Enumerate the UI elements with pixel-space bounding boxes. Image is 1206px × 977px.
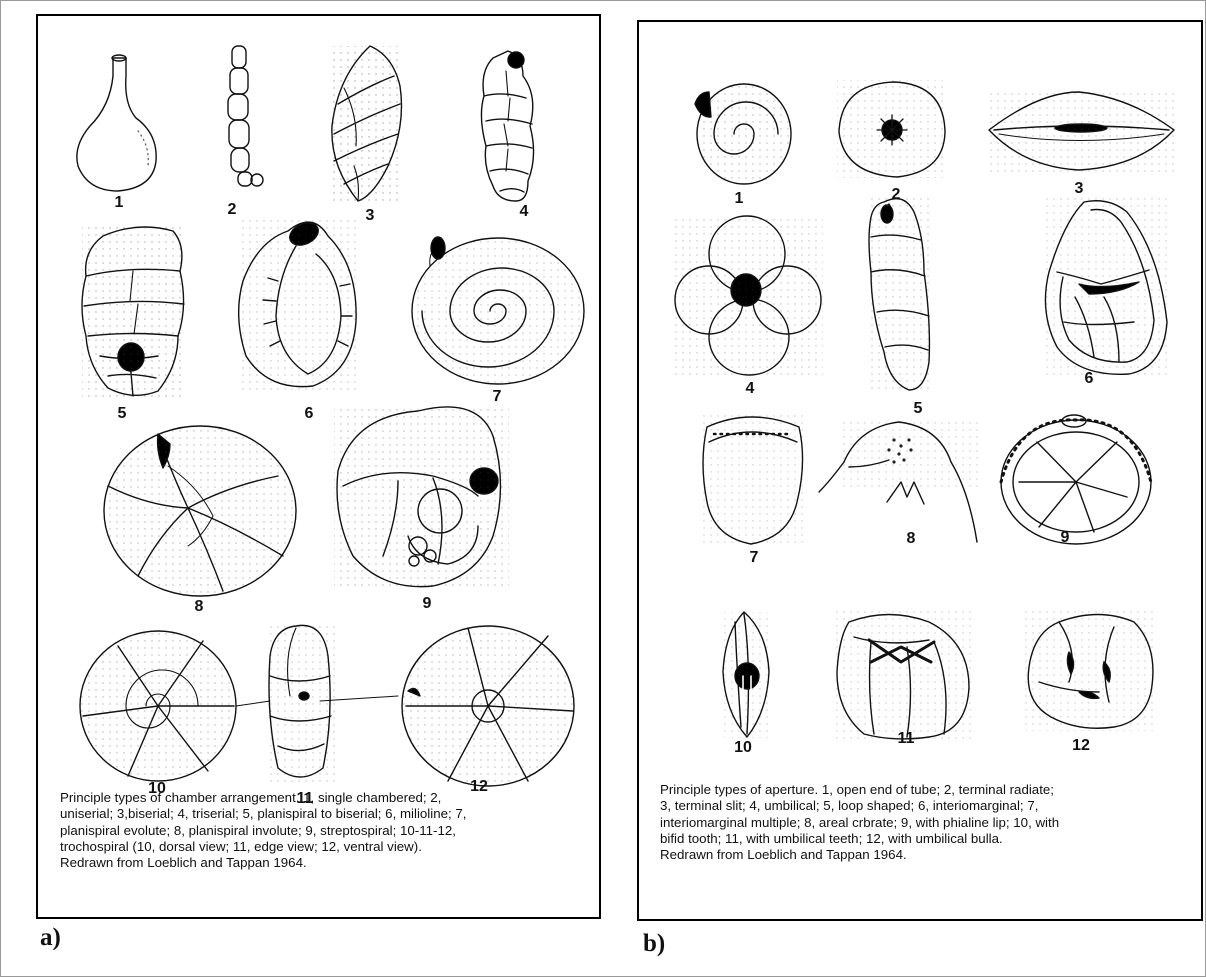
fig-a-number: 5	[118, 405, 127, 423]
fig-a5-planispiral-to-biserial	[82, 226, 186, 401]
fig-a-number: 4	[520, 203, 529, 221]
fig-a-number: 8	[195, 598, 204, 616]
fig-a-number: 3	[366, 207, 375, 225]
fig-a7-planispiral-evolute	[412, 237, 584, 384]
fig-b-number: 3	[1075, 180, 1084, 198]
fig-b7-interiomarginal-multiple	[701, 412, 805, 544]
fig-a9-streptospiral	[334, 406, 509, 591]
fig-b-number: 11	[898, 730, 915, 748]
fig-a8-planispiral-involute	[104, 426, 296, 596]
fig-b-number: 6	[1085, 370, 1094, 388]
fig-a12-trochospiral-ventral	[402, 626, 574, 786]
fig-b-number: 7	[750, 549, 759, 567]
fig-a-number: 9	[423, 595, 432, 613]
fig-a-number: 2	[228, 201, 237, 219]
panel-a-drawings	[38, 16, 603, 921]
fig-b-number: 2	[892, 186, 901, 204]
fig-a-number: 6	[305, 405, 314, 423]
fig-b3-terminal-slit	[987, 90, 1177, 172]
fig-b4-umbilical	[673, 214, 823, 376]
fig-b8-areal-cribrate	[819, 422, 979, 542]
panel-a-label: a)	[40, 924, 61, 952]
page-frame-left	[0, 0, 1, 977]
fig-b-number: 12	[1072, 737, 1090, 755]
fig-b6-interiomarginal	[1043, 197, 1169, 379]
fig-b2-terminal-radiate	[837, 80, 947, 178]
fig-b5-loop-shaped	[867, 194, 933, 394]
fig-b-number: 5	[914, 400, 923, 418]
panel-b-aperture-types: 1 2 3 4 5 6 7 8 9 10 11 12 Principle typ…	[637, 20, 1203, 921]
fig-b-number: 4	[746, 380, 755, 398]
fig-b11-umbilical-teeth	[835, 607, 973, 741]
fig-b-number: 8	[907, 530, 916, 548]
fig-a-number: 1	[115, 194, 124, 212]
fig-a1-single-chambered	[77, 55, 156, 191]
fig-a3-biserial	[332, 46, 402, 204]
fig-a4-triserial	[481, 51, 533, 201]
fig-b10-bifid-tooth	[723, 612, 771, 738]
page-frame-top	[0, 0, 1206, 1]
fig-b12-umbilical-bulla	[1025, 607, 1155, 731]
fig-a-number: 7	[493, 388, 502, 406]
panel-b-label: b)	[643, 930, 665, 958]
fig-a10-trochospiral-dorsal	[80, 631, 236, 781]
fig-b9-phialine-lip	[1001, 415, 1151, 544]
fig-a11-trochospiral-edge	[266, 621, 336, 786]
fig-b-number: 10	[734, 739, 752, 757]
fig-b1-open-end-of-tube	[695, 84, 791, 184]
fig-b-number: 1	[735, 190, 744, 208]
panel-a-chamber-arrangement: 1 2 3 4 5 6 7 8 9 10 11 12 Principle typ…	[36, 14, 601, 919]
panel-b-caption: Principle types of aperture. 1, open end…	[660, 782, 1195, 863]
fig-a2-uniserial	[228, 46, 263, 186]
panel-a-caption: Principle types of chamber arrangement. …	[60, 790, 590, 871]
fig-a6-milioline	[238, 216, 358, 391]
fig-b-number: 9	[1061, 529, 1070, 547]
